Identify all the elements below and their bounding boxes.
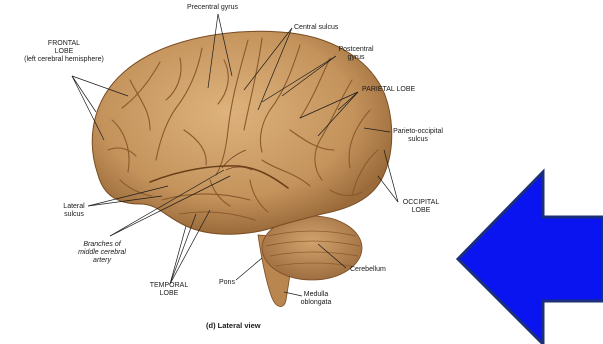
label-mca-branches-line3: artery xyxy=(72,257,132,265)
label-mca-branches-line1: Branches of xyxy=(72,241,132,249)
left-arrow-icon xyxy=(458,172,603,344)
label-postcentral-gyrus-line2: gyrus xyxy=(334,54,378,62)
label-temporal-lobe-line1: TEMPORAL xyxy=(144,282,194,290)
label-temporal-lobe-line2: LOBE xyxy=(144,290,194,298)
label-occipital-lobe-line1: OCCIPITAL xyxy=(396,199,446,207)
label-mca-branches-line2: middle cerebral xyxy=(72,249,132,257)
figure-caption: (d) Lateral view xyxy=(206,322,261,330)
label-medulla-line1: Medulla xyxy=(296,291,336,299)
label-postcentral-gyrus-line1: Postcentral xyxy=(334,46,378,54)
label-parietal-lobe: PARIETAL LOBE xyxy=(362,86,415,94)
label-frontal-lobe-line3: (left cerebral hemisphere) xyxy=(8,56,120,64)
label-parieto-occipital-line1: Parieto-occipital xyxy=(386,128,450,136)
label-precentral-gyrus: Precentral gyrus xyxy=(187,4,238,12)
label-cerebellum: Cerebellum xyxy=(350,266,386,274)
label-central-sulcus: Central sulcus xyxy=(294,24,338,32)
label-frontal-lobe-line2: LOBE xyxy=(36,48,92,56)
label-pons: Pons xyxy=(219,279,235,287)
label-occipital-lobe-line2: LOBE xyxy=(396,207,446,215)
label-frontal-lobe-line1: FRONTAL xyxy=(36,40,92,48)
label-lateral-sulcus-line2: sulcus xyxy=(56,211,92,219)
label-medulla-line2: oblongata xyxy=(296,299,336,307)
label-parieto-occipital-line2: sulcus xyxy=(386,136,450,144)
label-lateral-sulcus-line1: Lateral xyxy=(56,203,92,211)
